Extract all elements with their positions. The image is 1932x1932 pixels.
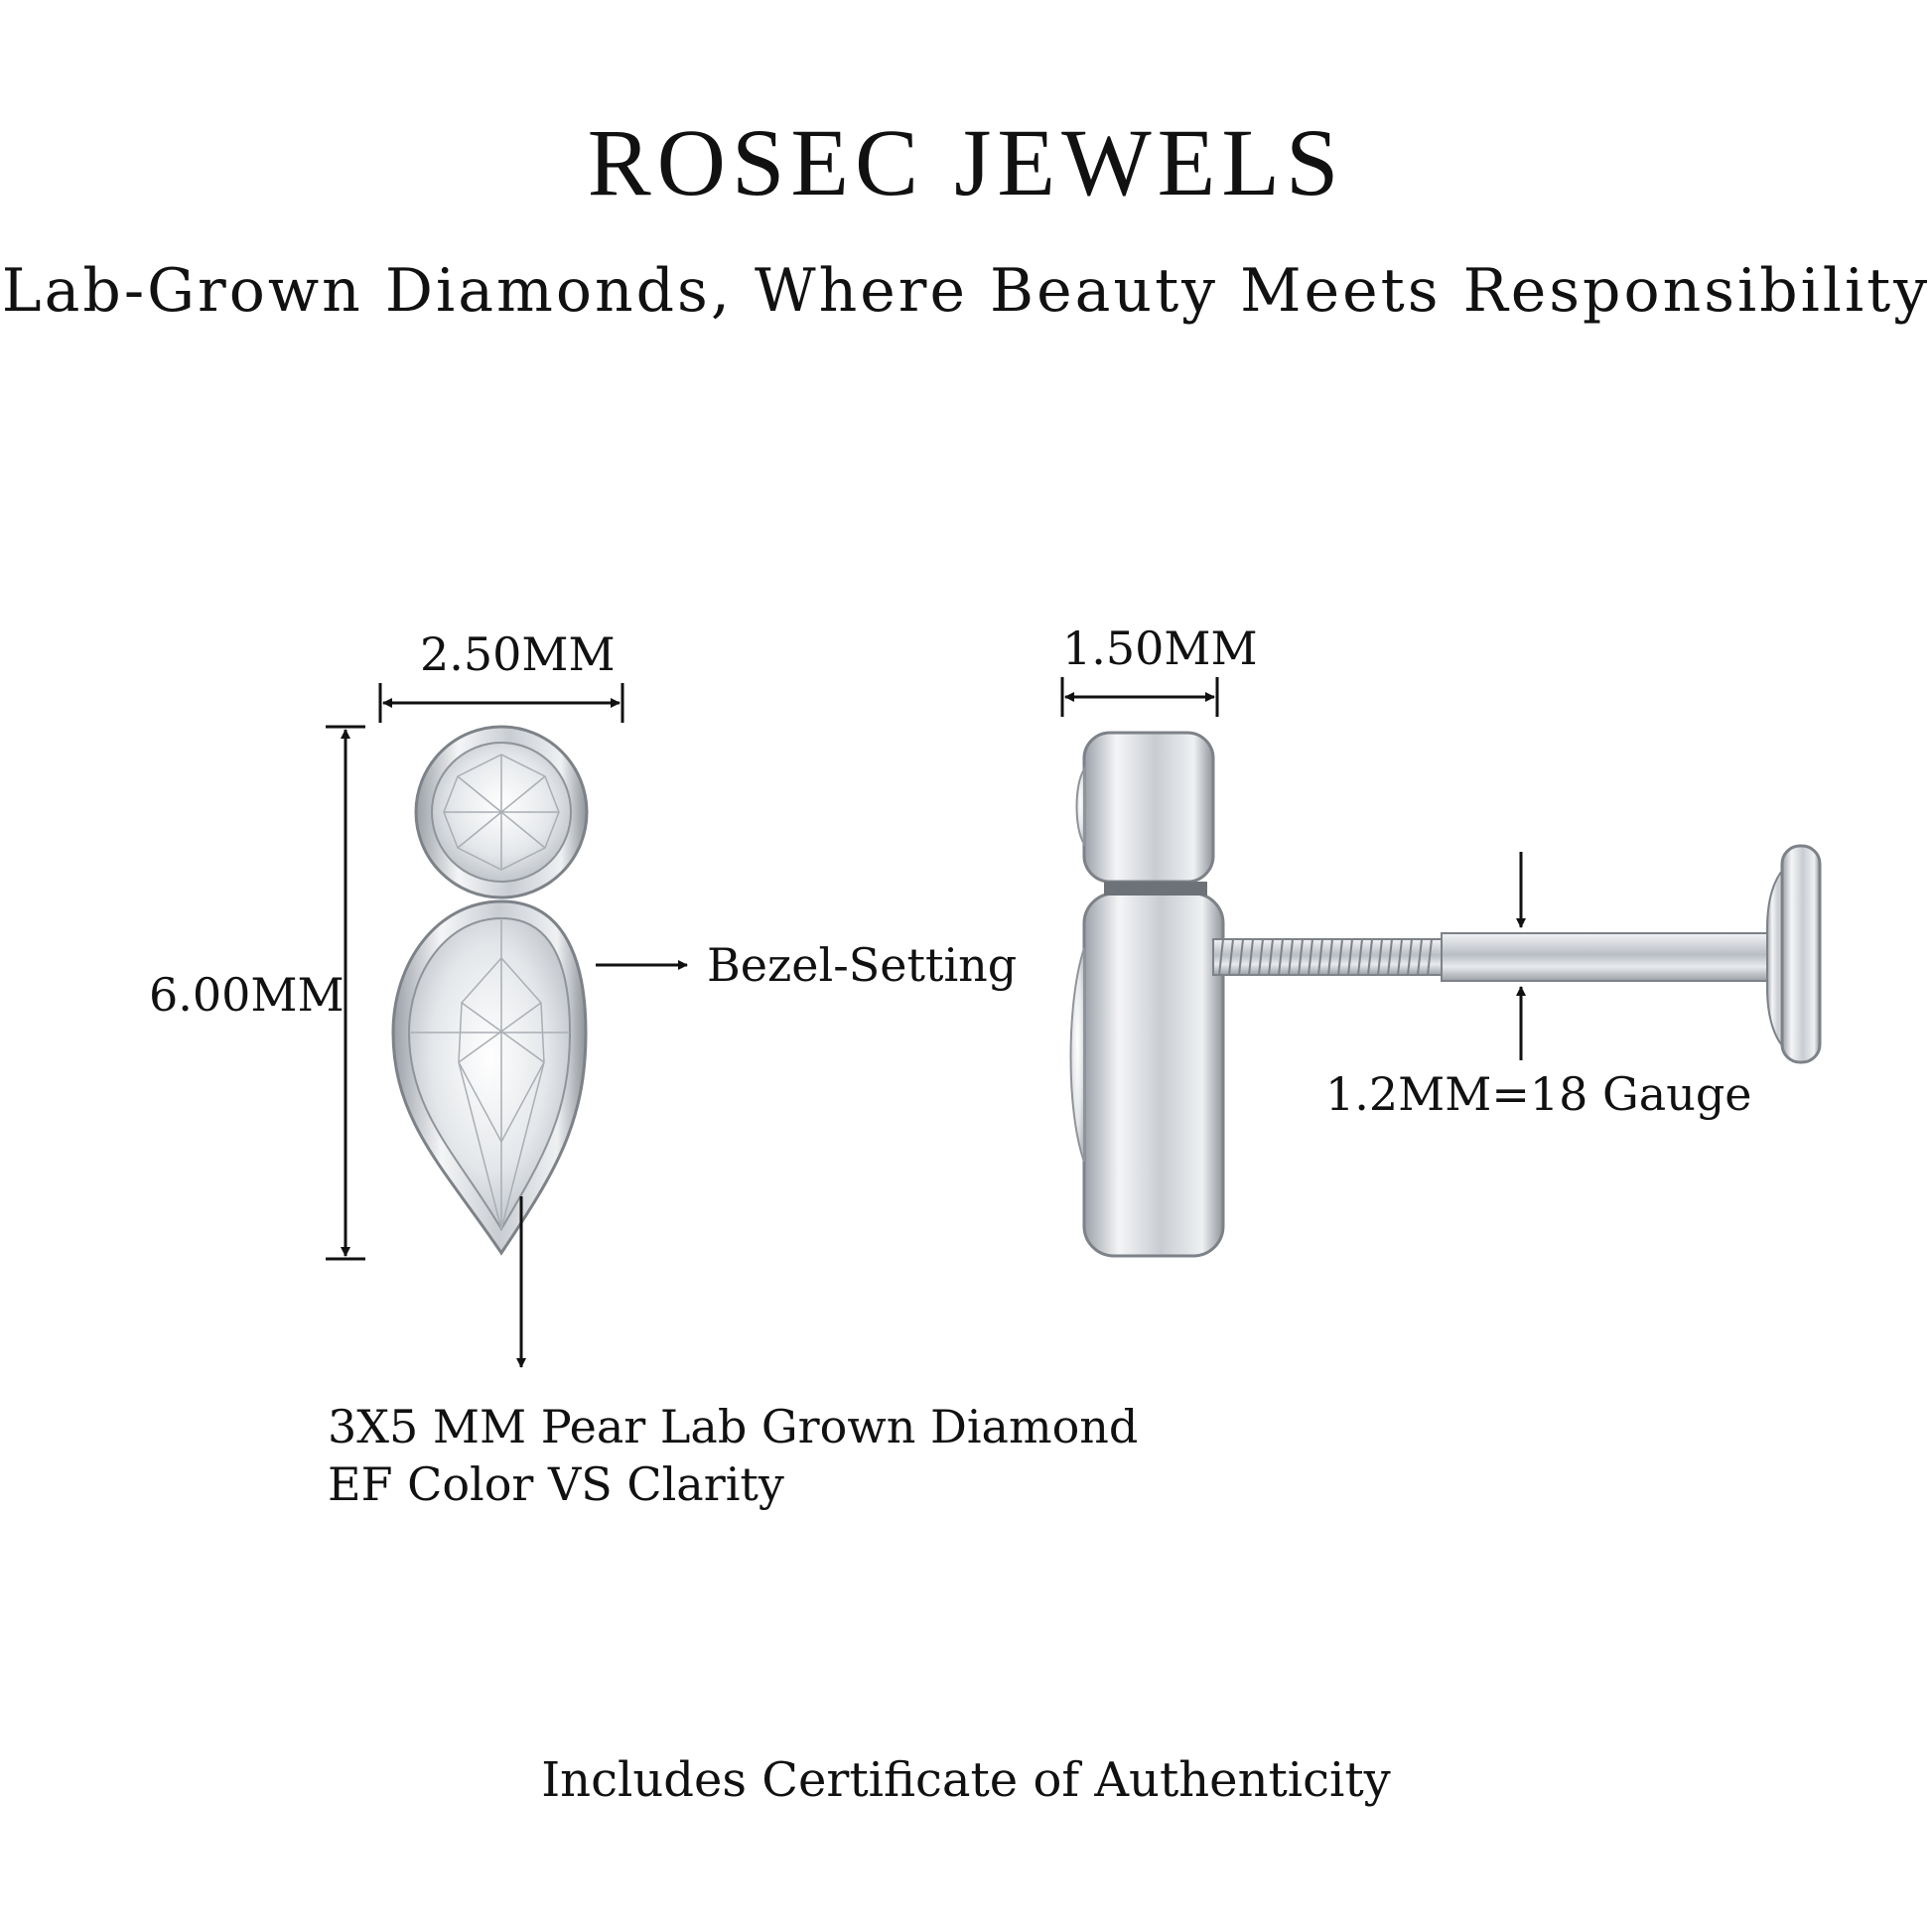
brand-title: ROSEC JEWELS xyxy=(587,109,1345,215)
side-head-gap xyxy=(1104,882,1207,896)
thread-lines xyxy=(1218,938,1433,976)
gauge-label: 1.2MM=18 Gauge xyxy=(1325,1067,1752,1121)
stone-spec-line1: 3X5 MM Pear Lab Grown Diamond xyxy=(328,1400,1139,1453)
threaded-post xyxy=(1212,938,1443,976)
height-label: 6.00MM xyxy=(149,968,345,1022)
height-dimension xyxy=(326,725,365,1261)
flat-back-plate xyxy=(1780,844,1822,1064)
bezel-setting-label: Bezel-Setting xyxy=(707,938,1018,992)
tagline: Lab-Grown Diamonds, Where Beauty Meets R… xyxy=(1,256,1931,326)
front-view xyxy=(326,683,688,1368)
width-label: 2.50MM xyxy=(420,627,616,681)
certificate-note: Includes Certificate of Authenticity xyxy=(541,1752,1391,1808)
side-head-bottom xyxy=(1082,892,1225,1258)
pear-diamond-facets xyxy=(409,918,570,1230)
side-view xyxy=(1060,677,1822,1258)
side-gem-edge-top xyxy=(1075,765,1085,848)
side-gem-edge-bottom xyxy=(1069,947,1085,1163)
side-head-top xyxy=(1082,731,1215,884)
width-dimension xyxy=(378,683,624,723)
round-diamond-facets xyxy=(443,754,560,871)
thickness-dimension xyxy=(1060,677,1219,717)
stone-spec-line2: EF Color VS Clarity xyxy=(328,1457,784,1511)
labret-shaft xyxy=(1441,932,1768,982)
thickness-label: 1.50MM xyxy=(1062,621,1258,675)
